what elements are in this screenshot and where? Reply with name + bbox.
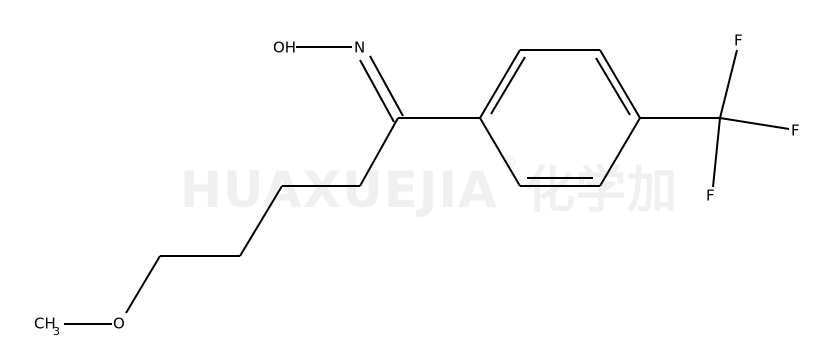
atom-label-subscript-3: 3: [53, 325, 60, 338]
chain-bond-1: [359, 117, 399, 187]
bond-c-f-top: [719, 49, 738, 119]
watermark-registered-mark: ®: [499, 152, 519, 173]
ring-bond-4: [599, 117, 641, 187]
ring-bond-3: [599, 49, 641, 119]
ring-inner-1: [490, 56, 526, 115]
bond-c-f-right: [719, 117, 790, 130]
atom-label-n: N: [354, 39, 365, 57]
chain-bond-5: [125, 255, 161, 314]
chain-bond-3: [239, 185, 283, 257]
ring-inner-3: [595, 57, 631, 116]
bond-c-f-bottom: [712, 117, 721, 188]
bond-c-n-double-a: [369, 55, 404, 117]
watermark: HUAXUEJIA®化学加: [180, 150, 678, 222]
atom-label-f-right: F: [791, 122, 800, 140]
atom-label-f-top: F: [734, 32, 743, 50]
ring-bond-6: [479, 117, 521, 187]
watermark-chinese: 化学加: [524, 161, 678, 219]
bond-c-n-double-b: [359, 59, 395, 123]
atom-label-o-ether: O: [113, 315, 125, 333]
ring-bond-1: [479, 49, 521, 119]
atom-label-f-bottom: F: [706, 187, 715, 205]
watermark-text: HUAXUEJIA: [180, 161, 498, 219]
atom-label-ch: CH: [34, 315, 56, 333]
atom-label-oh: OH: [273, 39, 296, 57]
